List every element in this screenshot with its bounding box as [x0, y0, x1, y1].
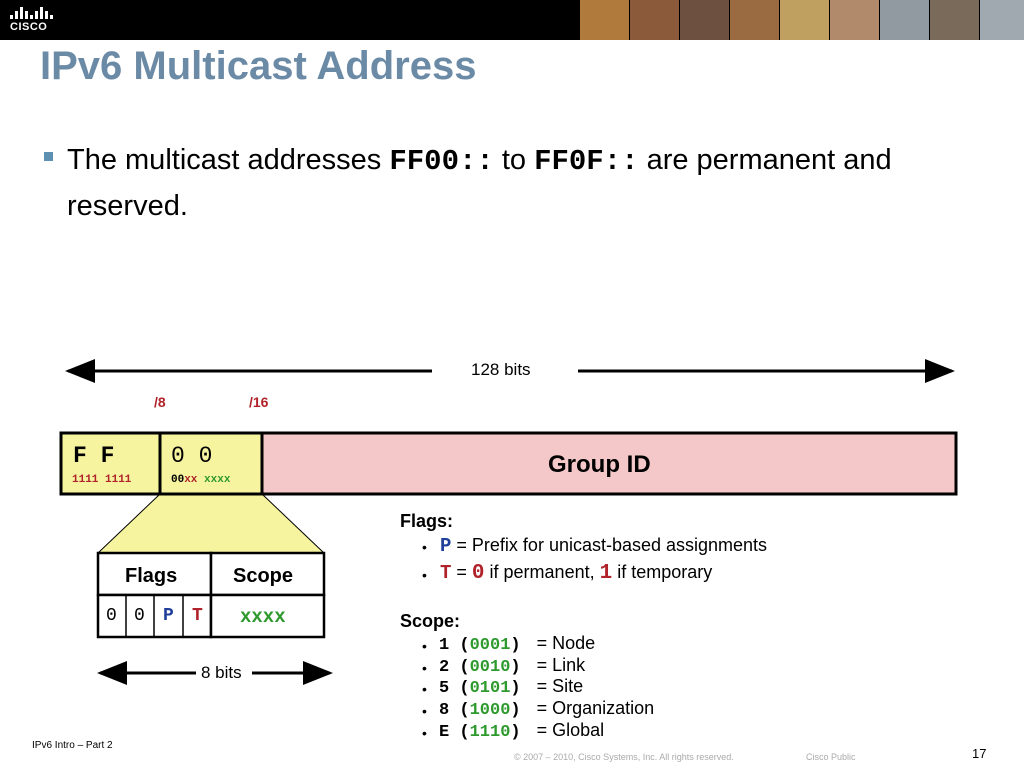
flags-heading: Flags: — [400, 511, 454, 531]
scope-name: = Node — [536, 633, 596, 653]
bullet-dot-icon: • — [422, 703, 427, 719]
footer-copyright: © 2007 – 2010, Cisco Systems, Inc. All r… — [514, 752, 734, 762]
flag-item-p: P = Prefix for unicast-based assignments — [440, 535, 767, 557]
bullet-dot-icon: • — [422, 638, 427, 654]
bullet-dot-icon: • — [422, 681, 427, 697]
scope-code: E — [439, 723, 450, 742]
cisco-logo-text: CISCO — [10, 21, 48, 33]
flag-bit-p: P — [163, 606, 174, 626]
flag-desc-p: = Prefix for unicast-based assignments — [451, 535, 768, 555]
flag-one-t: 1 — [599, 562, 613, 585]
bullet-dot-icon: • — [422, 539, 427, 555]
scope-name: = Global — [536, 720, 605, 740]
scope-code: 1 — [439, 636, 450, 655]
scope-code: 8 — [439, 701, 450, 720]
square-bullet-icon — [44, 152, 53, 161]
photo-image — [780, 0, 829, 40]
prefix-16-label: /16 — [249, 394, 269, 410]
bullet-dot-icon: • — [422, 660, 427, 676]
bullet-dot-icon: • — [422, 567, 427, 583]
photo-image — [930, 0, 979, 40]
flag-bit-0b: 0 — [134, 606, 145, 626]
scope-bits: 0010 — [469, 658, 511, 677]
scope-code: 5 — [439, 679, 450, 698]
scope-name: = Organization — [536, 698, 655, 718]
scope-item-1: 1 (0001)= Node — [439, 633, 596, 655]
field-00-bits-fixed: 00 — [171, 474, 185, 486]
flag-zero-t: 0 — [471, 562, 485, 585]
photo-image — [730, 0, 779, 40]
photo-image — [980, 0, 1024, 40]
bits-8-label: 8 bits — [201, 663, 242, 682]
field-flags-scope-box — [158, 431, 264, 496]
photo-image — [830, 0, 879, 40]
photo-image — [630, 0, 679, 40]
group-id-label: Group ID — [548, 451, 651, 478]
flag-item-t: T = 0 if permanent, 1 if temporary — [440, 562, 712, 585]
scope-item-5: 5 (0101)= Site — [439, 676, 584, 698]
flag-end-t: if temporary — [612, 562, 713, 582]
photo-image — [880, 0, 929, 40]
scope-heading: Scope: — [400, 611, 461, 631]
scope-bits: 0101 — [469, 679, 511, 698]
slide-title: IPv6 Multicast Address — [40, 44, 477, 88]
flag-bit-t: T — [192, 606, 203, 626]
field-00-value: 0 0 — [171, 443, 213, 469]
bullet-text-mid: to — [493, 144, 535, 176]
footer-classification: Cisco Public — [806, 752, 856, 762]
bits-128-label: 128 bits — [471, 360, 531, 379]
footer-course-label: IPv6 Intro – Part 2 — [32, 740, 113, 751]
scope-header-cell — [209, 551, 326, 597]
bullet-text-pre: The multicast addresses — [67, 144, 390, 176]
photo-image — [580, 0, 629, 40]
scope-item-8: 8 (1000)= Organization — [439, 698, 655, 720]
photo-image — [680, 0, 729, 40]
field-00-bits-flags: xx — [184, 474, 198, 486]
scope-bits: 1000 — [469, 701, 511, 720]
field-ff-bits: 1111 1111 — [72, 474, 132, 486]
scope-bits: 0001 — [469, 636, 511, 655]
scope-item-2: 2 (0010)= Link — [439, 655, 586, 677]
bullet-dot-icon: • — [422, 725, 427, 741]
prefix-8-label: /8 — [154, 394, 166, 410]
cisco-logo: CISCO — [10, 5, 70, 35]
flag-eq-t: = — [451, 562, 472, 582]
scope-bits: 1110 — [469, 723, 511, 742]
page-number: 17 — [972, 746, 987, 761]
group-id-box — [260, 431, 958, 496]
header-photo-strip — [580, 0, 1024, 40]
code-ff0f: FF0F:: — [534, 145, 639, 178]
scope-name: = Link — [536, 655, 586, 675]
scope-bits-value: xxxx — [240, 606, 286, 628]
bullet-text: The multicast addresses FF00:: to FF0F::… — [67, 138, 927, 228]
field-00-bits: 00xx xxxx — [171, 474, 230, 486]
flag-mid-t: if permanent, — [484, 562, 600, 582]
flag-key-p: P — [440, 535, 452, 557]
callout-trapezoid — [96, 493, 326, 554]
code-ff00: FF00:: — [389, 145, 494, 178]
scope-name: = Site — [536, 676, 584, 696]
field-00-bits-scope: xxxx — [204, 474, 231, 486]
scope-code: 2 — [439, 658, 450, 677]
flags-header-label: Flags — [125, 565, 178, 587]
bullet-text-post: are permanent and reserved. — [67, 144, 892, 222]
cisco-bars-icon — [10, 5, 70, 19]
flag-bit-0a: 0 — [106, 606, 117, 626]
header-bar: CISCO — [0, 0, 1024, 40]
scope-item-e: E (1110)= Global — [439, 720, 605, 742]
field-ff-value: F F — [73, 443, 115, 469]
flag-key-t: T — [440, 562, 452, 584]
scope-header-label: Scope — [233, 565, 294, 587]
scope-bits-cell — [209, 593, 326, 639]
